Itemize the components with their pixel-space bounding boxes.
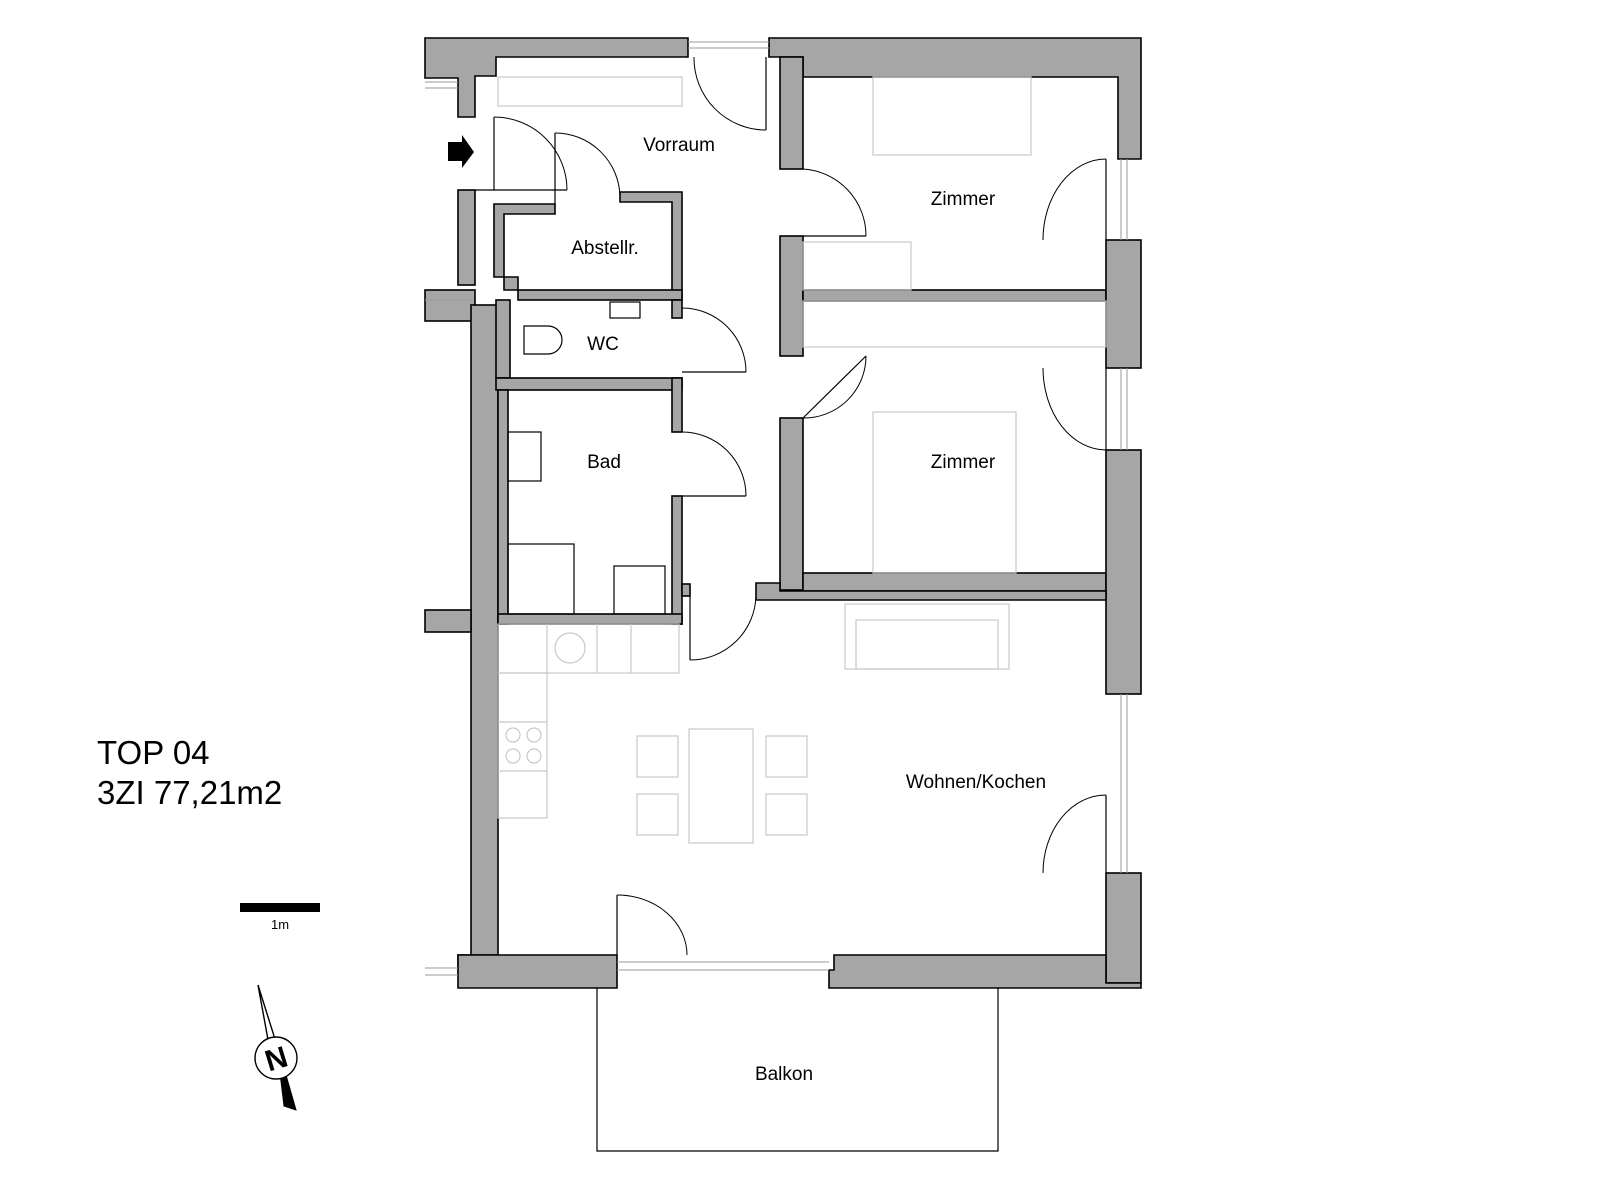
wall-left-stub: [424, 289, 476, 322]
wall-wc-right: [671, 299, 683, 319]
room-label-wc: WC: [587, 334, 619, 355]
room-label-bad: Bad: [587, 452, 621, 473]
balcony: [596, 988, 999, 1152]
room-label-balkon: Balkon: [755, 1064, 813, 1085]
wall-bad-right-top: [671, 377, 683, 433]
wall-bad-right-bottom: [671, 495, 683, 625]
wall-zimmer-divider: [802, 289, 1107, 302]
walls: [424, 37, 1142, 989]
room-label-zimmer-2: Zimmer: [931, 452, 996, 473]
room-label-vorraum: Vorraum: [643, 135, 715, 156]
wall-corridor-mid-lower: [779, 417, 804, 591]
room-label-abstellraum: Abstellr.: [571, 238, 639, 259]
wall-wc-left: [495, 299, 511, 379]
windows: [425, 41, 1128, 976]
scale-bar: 1m: [240, 903, 320, 932]
wall-left-small-stub: [424, 609, 472, 633]
wall-bad-door-stub: [681, 583, 691, 597]
wall-zimmer2-bottom: [802, 572, 1107, 592]
wall-left-upper: [457, 189, 476, 286]
wall-corridor-top: [779, 56, 804, 170]
doors: [475, 56, 1107, 956]
furniture: [497, 76, 1107, 844]
north-arrow-icon: N: [254, 984, 298, 1111]
wall-top-right: [768, 37, 1142, 160]
wall-bad-bottom: [497, 613, 683, 625]
wall-right-2: [1105, 449, 1142, 695]
room-labels: Vorraum Zimmer Abstellr. WC Bad Zimmer W…: [571, 135, 1046, 1085]
wall-corridor-mid-upper: [779, 235, 804, 357]
wall-top-left: [424, 37, 689, 118]
entrance-arrow-icon: [448, 135, 474, 168]
wall-bad-left: [497, 389, 509, 625]
unit-title-block: TOP 04 3ZI 77,21m2: [97, 733, 282, 813]
unit-summary: 3ZI 77,21m2: [97, 774, 283, 811]
scale-bar-label: 1m: [271, 917, 289, 932]
wall-wc-bottom: [495, 377, 683, 391]
wall-right-1: [1105, 239, 1142, 369]
room-label-wohnen-kochen: Wohnen/Kochen: [906, 772, 1046, 793]
unit-name: TOP 04: [97, 734, 210, 771]
wall-abstellraum: [493, 203, 556, 291]
wall-right-3: [1105, 872, 1142, 984]
wall-bottom-right: [828, 954, 1142, 989]
wall-abstellraum-bottom: [517, 289, 683, 301]
wall-bottom-left: [457, 954, 618, 989]
wall-left-main: [470, 304, 499, 976]
room-label-zimmer-1: Zimmer: [931, 189, 996, 210]
